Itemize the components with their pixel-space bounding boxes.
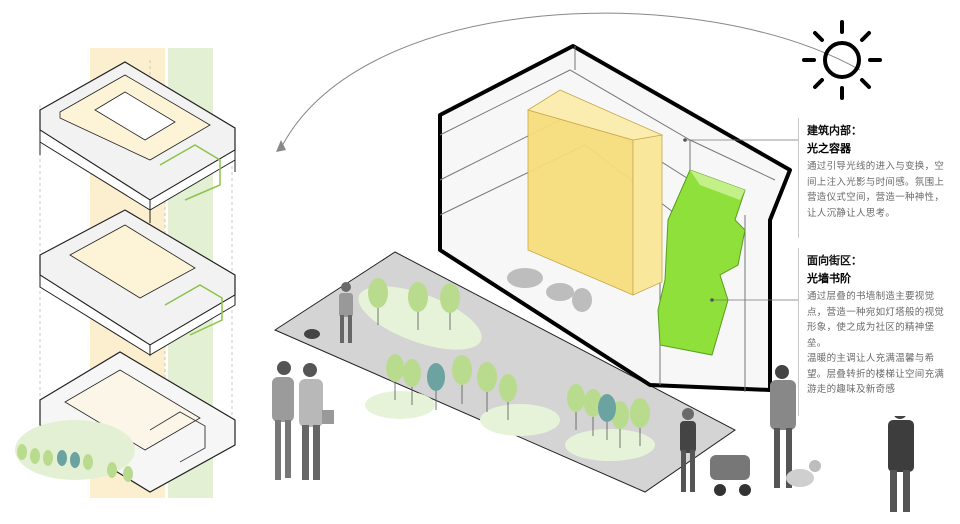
street-description-panel: 面向街区： 光墙书阶 通过层叠的书墙制造主要视觉点，营造一种宛如灯塔般的视觉形象…: [798, 248, 956, 416]
light-volume-side: [632, 134, 663, 296]
stroller-figure: [680, 408, 751, 496]
sun-icon: [802, 20, 882, 100]
building-volume: [438, 44, 798, 392]
interior-people: [507, 268, 592, 312]
photographer-figure: [882, 404, 914, 512]
trees-small-left: [15, 420, 135, 482]
street-body-1: 通过层叠的书墙制造主要视觉点，营造一种宛如灯塔般的视觉形象，使之成为社区的精神堡…: [807, 291, 945, 349]
interior-title: 光之容器: [807, 142, 851, 155]
street-trees: [368, 278, 650, 448]
dog-owner-figure: [770, 365, 821, 488]
callout-dot-street: [710, 298, 714, 302]
light-volume-top: [527, 89, 664, 141]
couple-figure: [272, 361, 334, 480]
sun-path-arrowhead: [276, 140, 286, 152]
dog-walker-figure: [304, 282, 353, 343]
interior-heading: 建筑内部：: [807, 124, 862, 137]
floor-plan-ground: [39, 351, 236, 493]
interior-description-panel: 建筑内部： 光之容器 通过引导光线的进入与变换，空间上注入光影与时间感。氛围上营…: [798, 118, 956, 238]
floor-plan-middle: [39, 209, 236, 356]
street-title: 光墙书阶: [807, 272, 851, 285]
interior-body: 通过引导光线的进入与变换，空间上注入光影与时间感。氛围上营造仪式空间，营造一种神…: [807, 161, 945, 219]
green-stair-highlight: [690, 170, 745, 200]
street-body-2: 温暖的主调让人充满温馨与希望。层叠转折的楼梯让空间充满游走的趣味及新奇感: [807, 353, 945, 395]
sun-path-arc: [279, 12, 861, 151]
callout-dot-interior: [683, 138, 687, 142]
ground-lawns: [358, 286, 655, 461]
floor-plan-upper: [39, 61, 236, 223]
street-heading: 面向街区：: [807, 254, 862, 267]
people-figures: [272, 268, 914, 512]
